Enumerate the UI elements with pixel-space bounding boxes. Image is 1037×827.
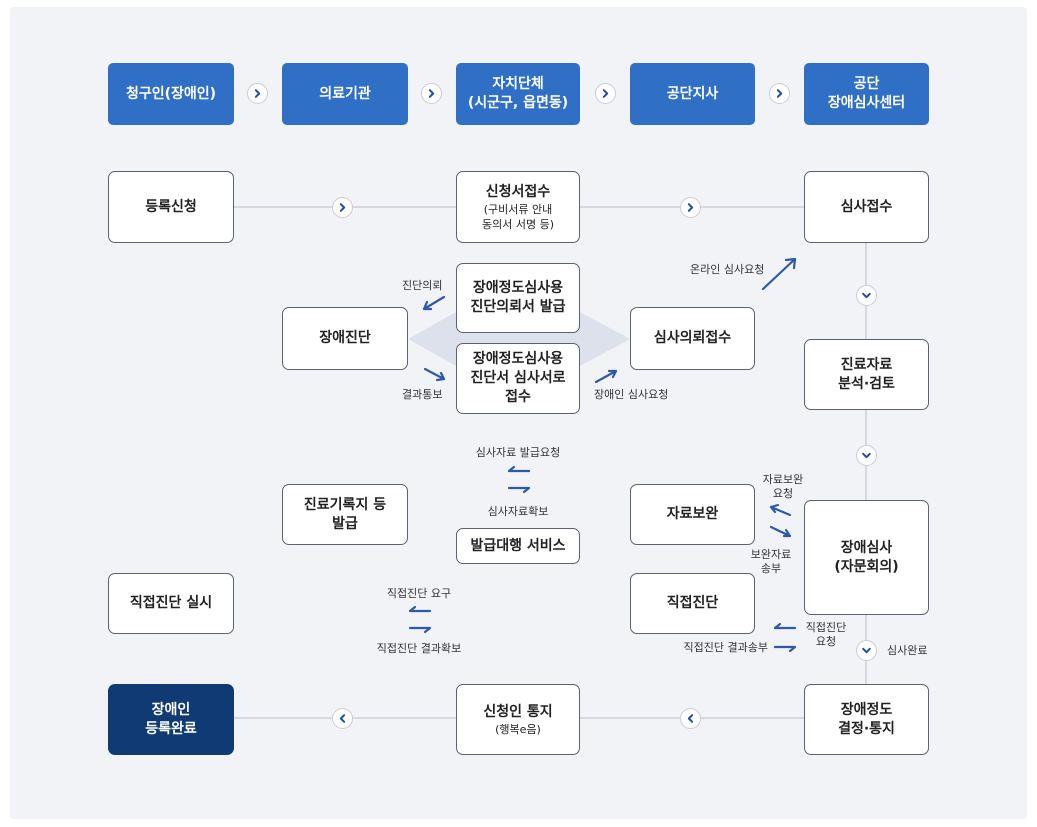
label-online-review-request: 온라인 심사요청 [690,263,765,276]
node-supplement: 자료보완 [630,484,755,545]
node-label: 신청인 통지 [483,703,553,720]
node-disability-diagnosis: 장애진단 [282,307,408,370]
chevron-right-icon [247,83,268,104]
header-claimant: 청구인(장애인) [108,63,234,125]
chevron-down-icon [856,285,877,306]
node-direct-diagnosis: 직접진단 [630,573,755,634]
arrow-right-icon [773,645,797,653]
label-record-secured: 심사자료확보 [487,505,549,518]
node-diagnosis-request-issue: 장애정도심사용 진단의뢰서 발급 [456,263,580,333]
node-review-request-receipt: 심사의뢰접수 [630,307,755,370]
arrow-down-right-icon [769,525,792,538]
chevron-left-icon [680,708,701,729]
label-supplement-request: 자료보완 요청 [762,473,804,500]
node-direct-diagnosis-conducted: 직접진단 실시 [108,573,234,634]
node-review-receipt: 심사접수 [804,171,929,243]
arrow-right-icon [408,626,432,634]
chevron-right-icon [680,197,701,218]
label-result-notice: 결과통보 [402,388,443,401]
label-patient-review-request: 장애인 심사요청 [594,388,669,401]
chevron-right-icon [421,83,442,104]
arrow-up-right-icon [594,369,618,384]
chevron-left-icon [332,708,353,729]
chevron-right-icon [769,83,790,104]
node-issuance-service: 발급대행 서비스 [456,528,580,564]
chevron-right-icon [595,83,616,104]
chevron-down-icon [856,640,877,661]
node-sublabel: (구비서류 안내 동의서 서명 등) [481,202,554,231]
node-sublabel: (행복e음) [495,722,541,736]
node-application-receipt: 신청서접수 (구비서류 안내 동의서 서명 등) [456,171,580,243]
label-record-issue-request: 심사자료 발급요청 [475,446,561,459]
header-medical: 의료기관 [282,63,408,125]
label-supplement-send: 보완자료 송부 [750,548,792,575]
label-direct-result-send: 직접진단 결과송부 [683,641,768,654]
arrow-left-icon [408,605,432,613]
chevron-down-icon [856,445,877,466]
arrow-down-right-icon [423,367,446,382]
node-label: 신청서접수 [485,183,551,200]
label-diagnosis-request: 진단의뢰 [402,279,443,292]
arrow-left-icon [507,465,531,473]
chevron-right-icon [332,197,353,218]
header-branch: 공단지사 [630,63,755,125]
label-review-complete: 심사완료 [887,644,928,657]
node-register-request: 등록신청 [108,171,234,243]
header-center: 공단 장애심사센터 [804,63,929,125]
node-registration-complete: 장애인 등록완료 [108,684,234,755]
arrow-up-left-icon [769,503,792,517]
arrow-left-icon [773,622,797,630]
label-direct-result-secured: 직접진단 결과확보 [376,642,462,655]
node-medical-record-issue: 진료기록지 등 발급 [282,484,408,545]
arrow-down-left-icon [422,295,446,311]
arrow-up-right-icon [761,257,797,291]
node-decision-notice: 장애정도 결정·통지 [804,684,929,755]
node-diagnosis-receipt: 장애정도심사용 진단서 심사서로 접수 [456,343,580,414]
label-direct-diagnosis-demand: 직접진단 요구 [386,587,452,600]
node-disability-review: 장애심사 (자문회의) [804,500,929,615]
header-local-government: 자치단체 (시군구, 읍면동) [456,63,580,125]
label-direct-diagnosis-request: 직접진단 요청 [805,621,847,648]
arrow-right-icon [507,486,531,494]
node-applicant-notice: 신청인 통지 (행복e음) [456,684,580,755]
node-record-analysis: 진료자료 분석·검토 [804,339,929,410]
